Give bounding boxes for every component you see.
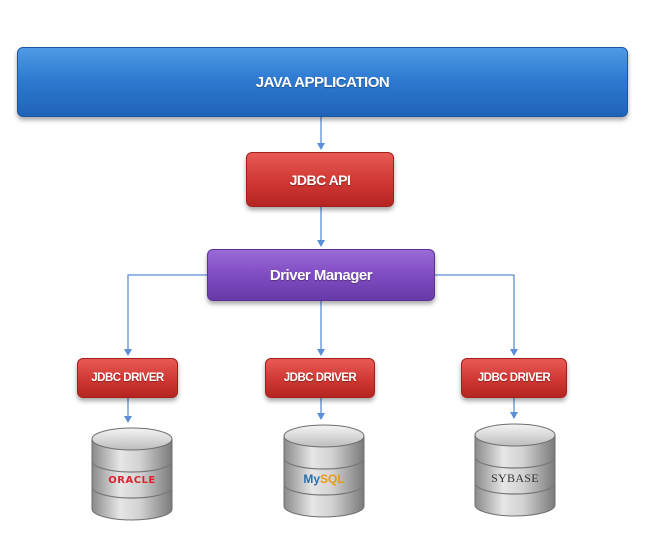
mysql-logo-my: My xyxy=(303,472,320,486)
java-application-label: JAVA APPLICATION xyxy=(255,73,390,91)
java-application-box: JAVA APPLICATION xyxy=(17,47,628,117)
driver-manager-box: Driver Manager xyxy=(207,249,435,301)
jdbc-driver-box-oracle: JDBC DRIVER xyxy=(77,358,178,398)
driver-manager-label: Driver Manager xyxy=(269,266,373,284)
sybase-database-icon: SYBASE xyxy=(471,421,559,519)
arrow-manager-to-driver-1 xyxy=(124,274,207,356)
mysql-database-icon: MySQL xyxy=(280,422,368,520)
jdbc-driver-label: JDBC DRIVER xyxy=(283,372,357,384)
oracle-logo-text: ORACLE xyxy=(108,475,156,486)
arrow-manager-to-driver-3 xyxy=(435,274,518,356)
oracle-database-icon: ORACLE xyxy=(88,425,176,523)
jdbc-driver-label: JDBC DRIVER xyxy=(477,372,551,384)
jdbc-driver-label: JDBC DRIVER xyxy=(91,372,164,384)
mysql-logo-text: MySQL xyxy=(280,472,368,486)
jdbc-driver-box-sybase: JDBC DRIVER xyxy=(461,358,567,398)
sybase-logo-text: SYBASE xyxy=(491,471,539,485)
jdbc-api-label: JDBC API xyxy=(289,171,351,188)
jdbc-api-box: JDBC API xyxy=(246,152,394,207)
jdbc-driver-box-mysql: JDBC DRIVER xyxy=(265,358,375,398)
mysql-logo-sql: SQL xyxy=(320,472,345,486)
